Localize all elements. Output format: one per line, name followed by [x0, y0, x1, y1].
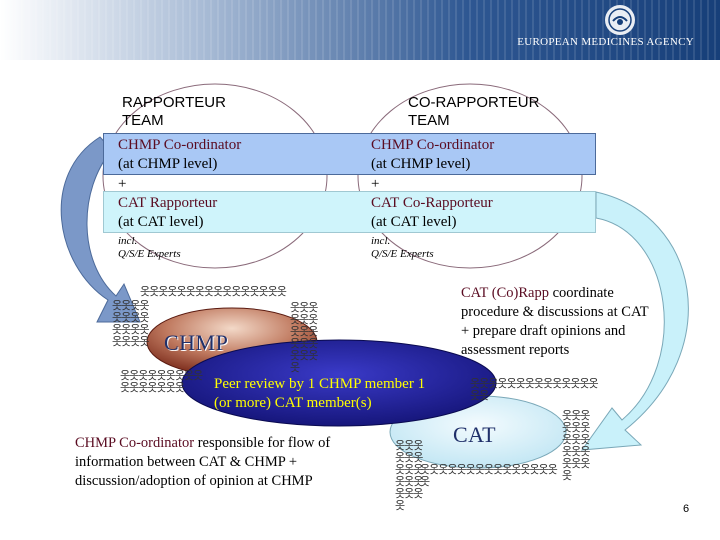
- peer-review-ellipse: [181, 339, 497, 427]
- chmp-note-line1: CHMP Co-ordinator responsible for flow o…: [75, 434, 330, 453]
- cat-members-top-icon: 옷옷옷옷옷옷옷옷옷옷옷옷옷옷옷옷: [470, 377, 599, 402]
- chmp-members-left-icon: 옷옷옷옷옷옷옷옷옷옷옷옷옷옷옷옷: [112, 299, 149, 348]
- rapporteur-experts: incl. Q/S/E Experts: [118, 235, 181, 261]
- co-rapporteur-cat-role: CAT Co-Rapporteur: [371, 195, 493, 211]
- peer-review-line1: Peer review by 1 CHMP member 1: [214, 376, 426, 392]
- left-curved-arrow: [60, 136, 141, 323]
- cat-note-line2: procedure & discussions at CAT: [461, 304, 649, 320]
- rapporteur-experts-label: Q/S/E Experts: [118, 248, 181, 260]
- cat-note-line4: assessment reports: [461, 342, 570, 358]
- cat-rapporteur-band: [103, 191, 596, 233]
- cat-label: CAT: [453, 422, 497, 447]
- rapporteur-team-title: RAPPORTEUR TEAM: [122, 94, 226, 130]
- cat-members-left-icon: 옷옷옷옷옷옷옷옷옷옷옷옷옷옷옷옷: [395, 439, 423, 512]
- chmp-coordinator-note: CHMP Co-ordinator responsible for flow o…: [75, 434, 330, 491]
- co-rapporteur-team-ellipse: [357, 83, 583, 269]
- rapporteur-chmp-level: (at CHMP level): [118, 156, 218, 172]
- co-rapporteur-title-line2: TEAM: [408, 112, 450, 129]
- rapporteur-team-ellipse: [102, 83, 328, 269]
- rapporteur-title-line1: RAPPORTEUR: [122, 94, 226, 111]
- peer-review-text: Peer review by 1 CHMP member 1 (or more)…: [214, 375, 425, 413]
- agency-logo-icon: [605, 5, 635, 35]
- co-rapporteur-chmp-level: (at CHMP level): [371, 156, 471, 172]
- cat-members-bottom-icon: 옷옷옷옷옷옷옷옷옷옷옷옷옷옷옷옷: [420, 463, 558, 488]
- peer-review-line2: (or more) CAT member(s): [214, 395, 372, 411]
- chmp-members-bottom-icon: 옷옷옷옷옷옷옷옷옷옷옷옷옷옷옷옷: [120, 369, 203, 394]
- page-number: 6: [683, 503, 690, 515]
- co-rapporteur-plus: +: [371, 176, 380, 192]
- chmp-note-line1-rest: responsible for flow of: [194, 435, 331, 451]
- chmp-note-bold: CHMP Co-ordinator: [75, 435, 195, 451]
- co-rapporteur-experts-label: Q/S/E Experts: [371, 248, 434, 260]
- cat-note-line1-rest: coordinate: [548, 285, 614, 301]
- rapporteur-chmp-role: CHMP Co-ordinator: [118, 137, 242, 153]
- agency-name: EUROPEAN MEDICINES AGENCY: [517, 36, 694, 48]
- co-rapporteur-team-title: CO-RAPPORTEUR TEAM: [408, 94, 539, 130]
- chmp-members-right-icon: 옷옷옷옷옷옷옷옷옷옷옷옷옷옷옷옷: [290, 301, 318, 374]
- cat-members-right-icon: 옷옷옷옷옷옷옷옷옷옷옷옷옷옷옷옷: [562, 409, 590, 482]
- chmp-note-line2: information between CAT & CHMP +: [75, 454, 298, 470]
- co-rapporteur-incl: incl.: [371, 235, 391, 247]
- co-rapporteur-title-line1: CO-RAPPORTEUR: [408, 94, 540, 111]
- header-texture: [0, 0, 720, 60]
- cat-note-line3: + prepare draft opinions and: [461, 323, 626, 339]
- rapporteur-plus: +: [118, 176, 127, 192]
- co-rapporteur-cat-level: (at CAT level): [371, 214, 457, 230]
- co-rapporteur-experts: incl. Q/S/E Experts: [371, 235, 434, 261]
- co-rapporteur-chmp-role: CHMP Co-ordinator: [371, 137, 495, 153]
- cat-note-bold: CAT (Co)Rapp: [461, 285, 549, 301]
- chmp-label: CHMP: [164, 330, 229, 355]
- rapporteur-title-line2: TEAM: [122, 112, 164, 129]
- header-banner: [0, 0, 720, 60]
- rapporteur-cat-level: (at CAT level): [118, 214, 204, 230]
- chmp-note-line3: discussion/adoption of opinion at CHMP: [75, 473, 313, 489]
- rapporteur-incl: incl.: [118, 235, 138, 247]
- rapporteur-cat-role: CAT Rapporteur: [118, 195, 218, 211]
- cat-note-line1: CAT (Co)Rapp coordinate: [461, 284, 649, 303]
- cat-rapp-note: CAT (Co)Rapp coordinate procedure & disc…: [461, 284, 649, 360]
- chmp-coordinator-band: [103, 133, 596, 175]
- chmp-members-top-icon: 옷옷옷옷옷옷옷옷옷옷옷옷옷옷옷옷: [140, 285, 287, 298]
- right-curved-arrow: [580, 191, 689, 451]
